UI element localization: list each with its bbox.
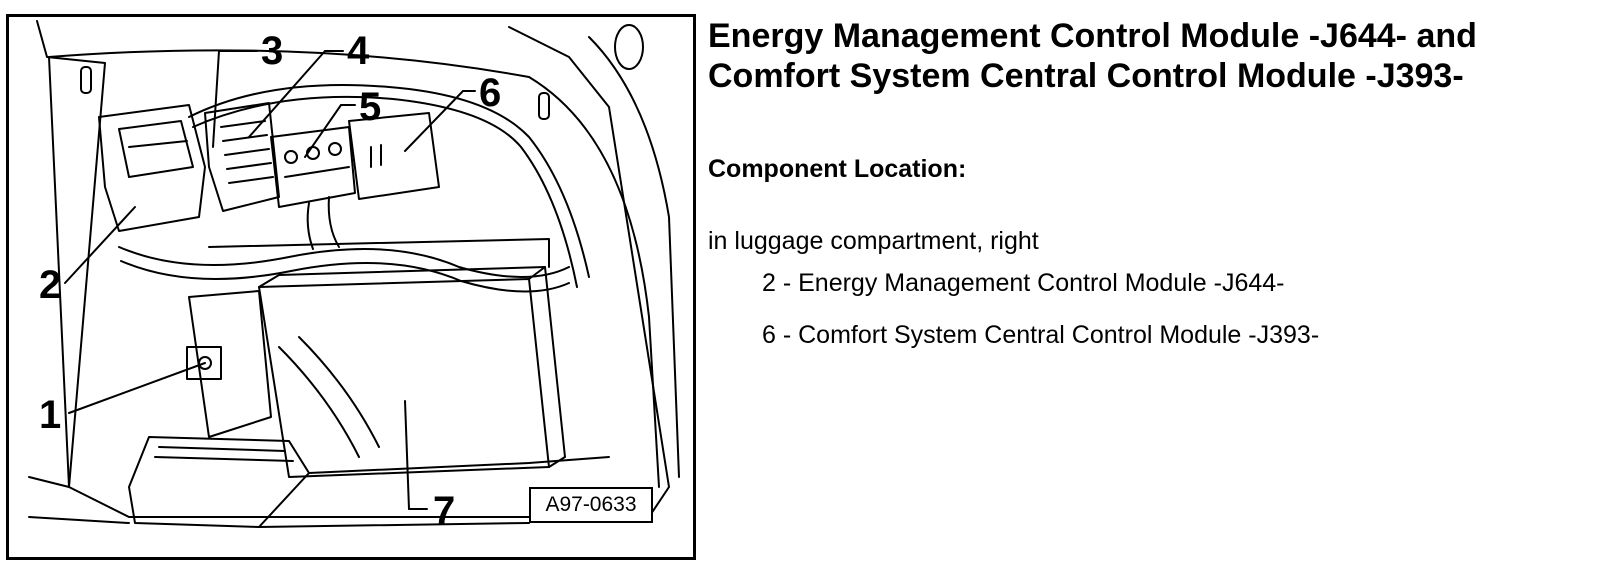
callout-5: 5 xyxy=(359,85,382,129)
component-legend: 2 - Energy Management Control Module -J6… xyxy=(762,268,1588,350)
floor-trim xyxy=(308,456,610,474)
trim-clip xyxy=(614,24,644,70)
luggage-compartment-drawing xyxy=(28,20,680,528)
control-module-j393 xyxy=(348,112,440,200)
wiring-harness-upper xyxy=(188,84,590,278)
legend-item: 6 - Comfort System Central Control Modul… xyxy=(762,320,1588,350)
wiring-harness-lower xyxy=(118,246,570,278)
callout-3: 3 xyxy=(261,29,284,73)
title-line-1: Energy Management Control Module -J644- … xyxy=(708,17,1477,55)
callout-1: 1 xyxy=(39,393,62,437)
legend-label: Energy Management Control Module -J644- xyxy=(798,269,1285,297)
trunk-inner-edge xyxy=(48,49,660,488)
fuse-holder xyxy=(270,126,356,208)
location-text: in luggage compartment, right xyxy=(708,227,1039,255)
title-line-2: Comfort System Central Control Module -J… xyxy=(708,57,1464,95)
callout-2: 2 xyxy=(39,263,62,307)
mount-slot-right xyxy=(538,92,550,120)
control-module-j644 xyxy=(98,104,206,232)
leader-line-1 xyxy=(68,362,206,414)
legend-number: 6 xyxy=(762,321,776,349)
battery xyxy=(258,278,550,478)
callout-4: 4 xyxy=(347,29,370,73)
legend-separator: - xyxy=(775,269,799,297)
component-illustration: 2 1 3 4 5 6 7 A97-0633 xyxy=(6,14,696,560)
trunk-right-trim xyxy=(588,36,680,478)
battery-bracket xyxy=(188,290,272,438)
relay-carrier xyxy=(204,102,280,212)
legend-item: 2 - Energy Management Control Module -J6… xyxy=(762,268,1588,298)
legend-number: 2 xyxy=(762,269,776,297)
trunk-opening-outline xyxy=(36,20,670,518)
mount-slot-left xyxy=(80,66,92,94)
legend-label: Comfort System Central Control Module -J… xyxy=(798,321,1320,349)
trunk-side-panel xyxy=(28,56,70,488)
callout-7: 7 xyxy=(433,489,456,533)
page-title: Energy Management Control Module -J644- … xyxy=(708,16,1588,96)
description-panel: Energy Management Control Module -J644- … xyxy=(708,16,1588,372)
section-heading: Component Location: xyxy=(708,155,967,183)
legend-separator: - xyxy=(775,321,799,349)
figure-id-label: A97-0633 xyxy=(529,487,653,523)
callout-6: 6 xyxy=(479,71,502,115)
leader-line-2 xyxy=(64,206,136,284)
